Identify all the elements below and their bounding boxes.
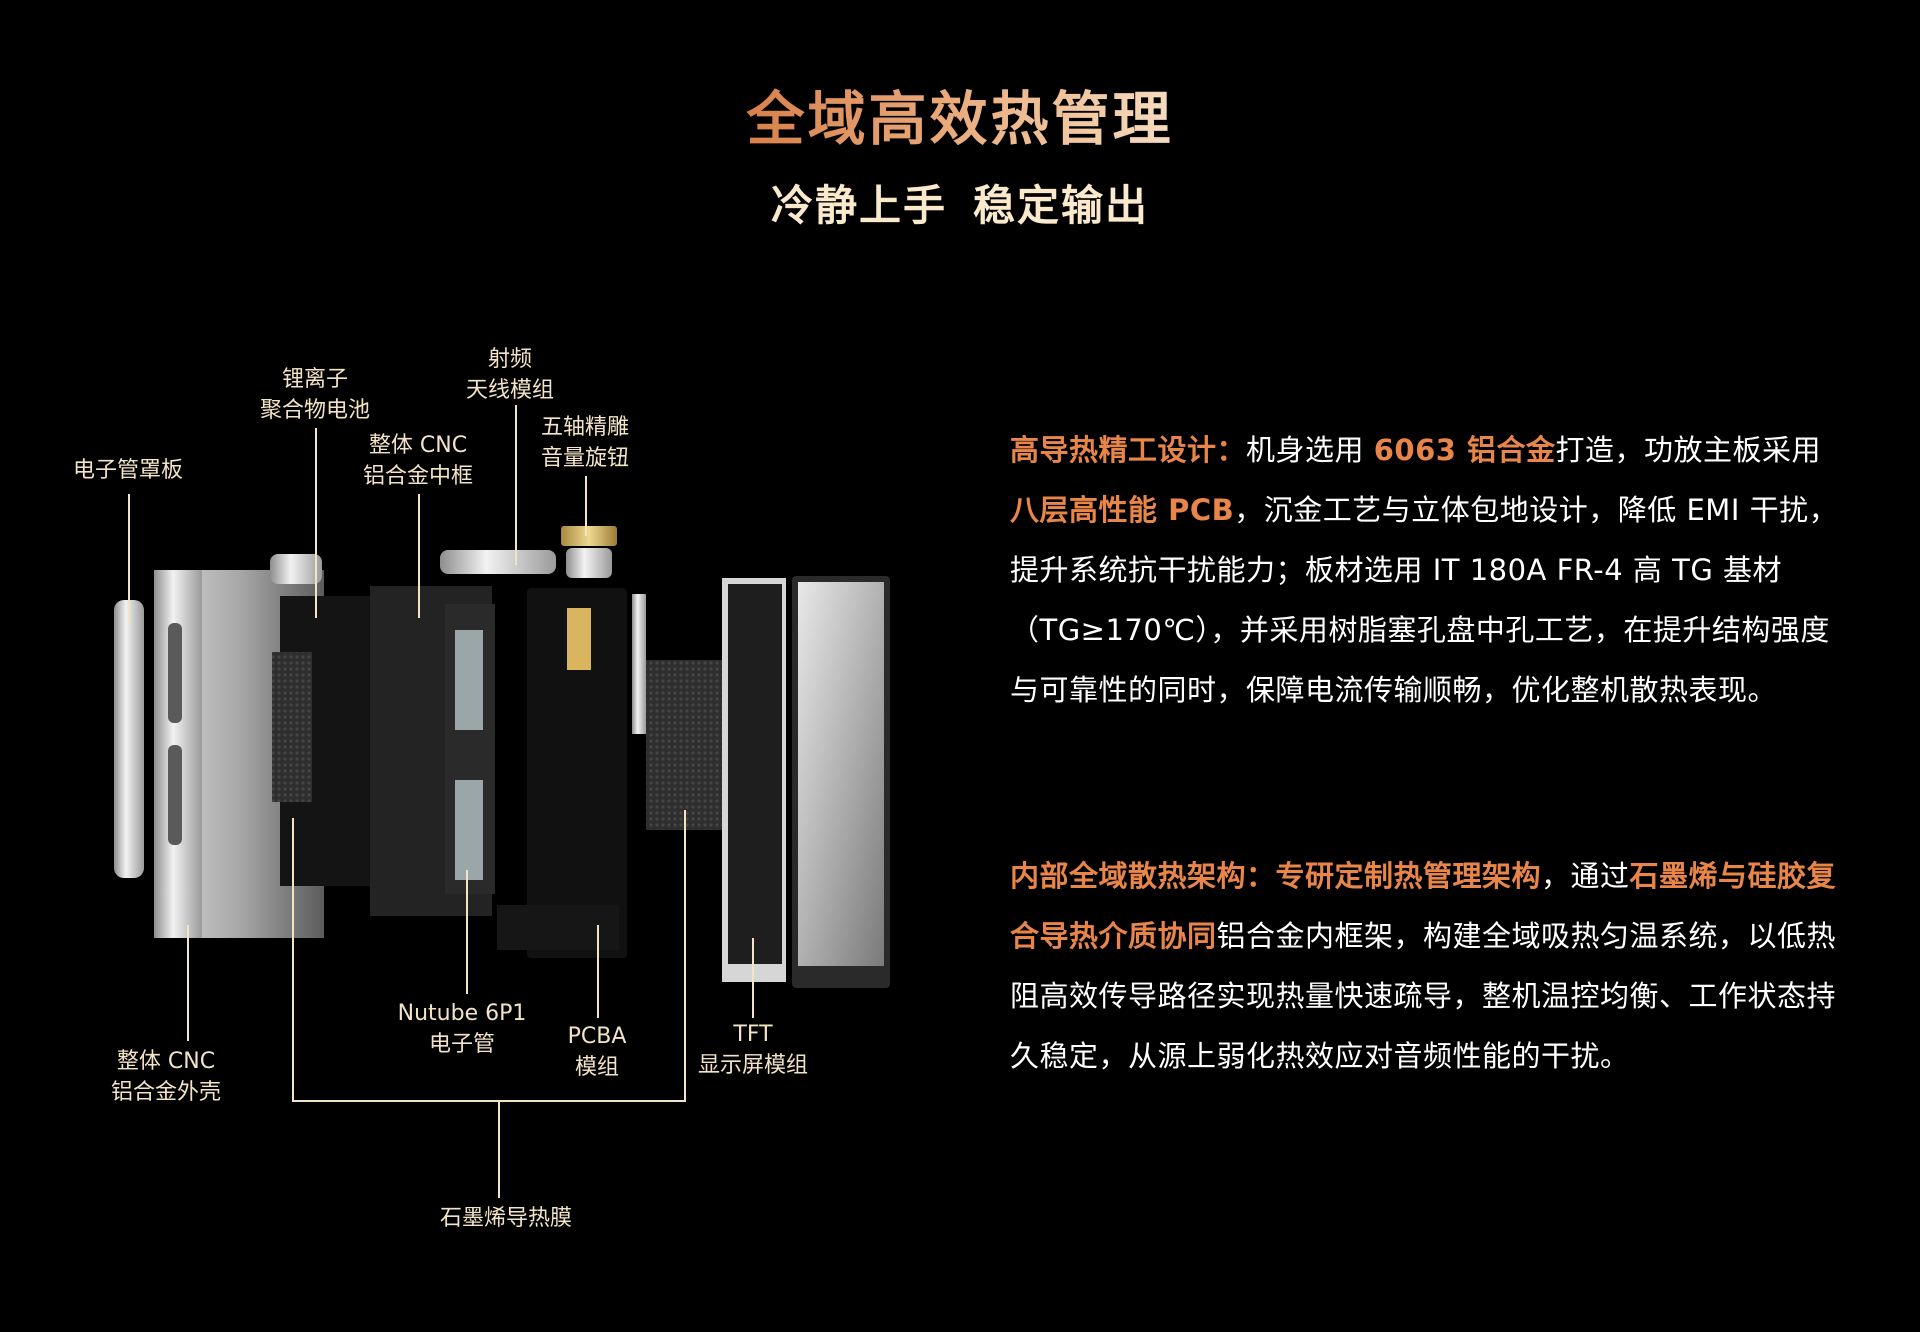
leader-line <box>752 938 754 1018</box>
leader-line <box>597 925 599 1018</box>
volume-knob-part <box>561 526 617 546</box>
label-tube-cover: 电子管罩板 <box>72 458 184 483</box>
graphene-film-part <box>646 660 722 830</box>
section-cooling-architecture: 内部全域散热架构：专研定制热管理架构，通过石墨烯与硅胶复合导热介质协同铝合金内框… <box>1010 859 1837 1073</box>
exploded-device-render <box>114 526 890 988</box>
label-graphene: 石墨烯导热膜 <box>439 1206 573 1231</box>
section-heading: 高导热精工设计： <box>1010 433 1247 467</box>
rf-antenna-part <box>440 550 556 574</box>
leader-line <box>128 494 130 624</box>
leader-line <box>498 1100 500 1198</box>
leader-line <box>466 870 468 994</box>
leader-line <box>187 925 189 1041</box>
tube-cover-part <box>114 600 144 878</box>
pcba-part <box>527 588 627 958</box>
subtitle-left: 冷静上手 <box>770 181 947 230</box>
leader-line <box>515 405 517 565</box>
section-heading: 内部全域散热架构： <box>1010 859 1276 893</box>
leader-line <box>292 1100 686 1102</box>
label-rf-antenna: 射频天线模组 <box>465 347 555 403</box>
page-title: 全域高效热管理 <box>746 85 1174 153</box>
leader-line <box>585 476 587 536</box>
section-thermal-design: 高导热精工设计：机身选用 6063 铝合金打造，功放主板采用八层高性能 PCB，… <box>1010 433 1839 707</box>
leader-line <box>315 428 317 618</box>
leader-line <box>684 810 686 1100</box>
leader-line <box>418 494 420 618</box>
label-battery: 锂离子聚合物电池 <box>259 367 371 423</box>
page-subtitle: 冷静上手稳定输出 <box>0 172 1920 233</box>
subtitle-right: 稳定输出 <box>973 181 1150 230</box>
leader-line <box>292 818 294 1100</box>
label-volume-knob: 五轴精雕音量旋钮 <box>540 415 630 471</box>
